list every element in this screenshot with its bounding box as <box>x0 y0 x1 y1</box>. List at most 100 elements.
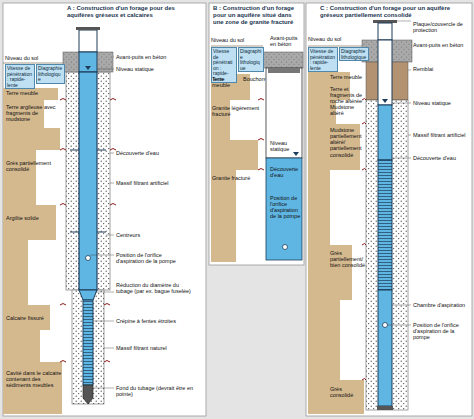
borehole-c-part <box>378 40 392 105</box>
callout-label: Grès partiellement consolidé <box>6 160 58 172</box>
borehole-c-part <box>377 406 393 410</box>
callout-label: Niveau statique <box>116 66 186 72</box>
callout-label: Terre et fragments de roche altérée <box>330 86 366 104</box>
borehole-b-part <box>293 152 299 156</box>
panel-title: B : Construction d'un forage pour un aqu… <box>213 5 301 26</box>
borehole-a-part <box>72 290 104 404</box>
callout-label: Cavité dans le calcaire contenant des sé… <box>6 370 62 388</box>
callout-label: Niveau statique <box>270 140 302 152</box>
ground-profile-b-part <box>211 74 258 262</box>
callout-label: Granite fracturé <box>212 175 260 181</box>
borehole-c-part <box>378 23 392 40</box>
callout-label: Argilite solide <box>6 215 58 221</box>
borehole-a-part <box>60 99 116 363</box>
borehole-b-part <box>266 158 302 260</box>
callout-label: Position de l'orifice d'aspiration de la… <box>413 322 470 340</box>
borehole-c-part <box>383 323 388 328</box>
callout-label: Grès consolidé <box>330 386 366 398</box>
header-text: Diagraphie lithologique <box>240 49 262 71</box>
frame-part <box>3 3 206 416</box>
header-text: Diagraphie lithologique <box>38 66 63 83</box>
callout-label: Chambre d'aspiration <box>413 302 470 308</box>
ground-profile-a-part <box>3 88 62 414</box>
ground-profile-a <box>3 63 63 414</box>
callout-label: Avant-puits en béton <box>270 35 303 47</box>
header-text: Vitesse de pénétration : rapide-lente <box>310 49 336 71</box>
borehole-b <box>258 52 303 260</box>
borehole-c-part <box>378 160 392 290</box>
borehole-c-part <box>378 105 392 160</box>
panel-title: A : Construction d'un forage pour des aq… <box>67 5 203 19</box>
column-header: Diagraphie lithologique <box>238 47 264 72</box>
panel: C : Construction d'un forage pour un aqu… <box>306 3 472 416</box>
borehole-a-part <box>90 57 114 388</box>
frame-part <box>306 3 472 416</box>
borehole-c <box>362 20 412 410</box>
column-header: Diagraphie lithologique <box>339 47 369 61</box>
callout-label: Terre meuble <box>212 76 242 88</box>
callout-label: Niveau du sol <box>308 36 360 42</box>
callout-label: Grès partiellement/bien consolidé <box>330 250 366 268</box>
header-text: Vitesse de pénétration : rapide-lente <box>7 66 33 88</box>
callout-label: Réduction du diamètre du tubage (par ex.… <box>116 282 196 294</box>
callout-label: Découverte d'eau <box>413 155 470 161</box>
column-header: Vitesse de pénétration : rapide-lente <box>5 64 35 89</box>
borehole-a-part <box>70 150 106 232</box>
callout-label: Fond du tubage (devrait être en pointe) <box>116 385 196 397</box>
callout-label: Niveau statique <box>413 100 470 106</box>
callout-label: Centreurs <box>116 232 186 238</box>
callout-label: Terre meuble <box>330 74 366 80</box>
borehole-a <box>60 27 116 404</box>
borehole-c-part <box>388 21 412 325</box>
borehole-b-part <box>263 52 303 68</box>
column-header: Vitesse de pénétration : rapide-lente <box>308 47 338 72</box>
callout-label: Terre meuble <box>6 90 58 96</box>
callout-label: Massif filtrant artificiel <box>116 180 186 186</box>
borehole-a-part <box>85 66 91 70</box>
callout-label: Découverte d'eau <box>116 150 186 156</box>
header-text: Diagraphie lithologique <box>341 49 367 60</box>
callout-label: Mudstone partiellement altéré/ partielle… <box>330 127 366 158</box>
borehole-a-part <box>79 30 97 52</box>
panel: A : Construction d'un forage pour des aq… <box>3 3 206 416</box>
callout-label: Remblai <box>413 66 470 72</box>
callout-label: Granite légèrement fracturé <box>212 105 260 117</box>
callout-label: Calcaire fissuré <box>6 315 58 321</box>
callout-label: Crépine à fentes étroites <box>116 318 196 324</box>
borehole-a-part <box>86 256 91 261</box>
column-header: Diagraphie lithologique <box>36 64 65 84</box>
callout-label: Niveau du sol <box>5 55 60 61</box>
frame-part <box>209 3 304 265</box>
borehole-a-part <box>83 385 93 404</box>
callout-label: Niveau du sol <box>211 37 261 43</box>
borehole-c-part <box>382 99 388 103</box>
callout-label: Terre argileuse avec fragments de mudsto… <box>6 104 58 122</box>
borehole-a-part <box>83 300 93 385</box>
borehole-c-part <box>362 99 366 381</box>
callout-label: Position de l'orifice d'aspiration de la… <box>116 252 186 264</box>
borehole-a-part <box>76 27 100 30</box>
borehole-c-part <box>378 290 392 406</box>
callout-label: Bouchon <box>243 76 265 82</box>
borehole-a-part <box>66 72 110 290</box>
callout-label: Avant-puits en béton <box>116 54 186 60</box>
borehole-b-part <box>266 68 302 158</box>
borehole-a-part <box>79 72 97 290</box>
borehole-c-part <box>366 100 408 410</box>
borehole-a-part <box>79 290 97 300</box>
panel-title: C : Construction d'un forage pour un aqu… <box>320 5 468 19</box>
borehole-a-part <box>79 52 97 72</box>
ground-profile-c-part <box>308 72 364 414</box>
callout-label: Position de l'orifice d'aspiration de la… <box>270 195 302 220</box>
borehole-b-part <box>283 245 288 250</box>
callout-label: Découverte d'eau <box>270 166 302 178</box>
callout-label: Mudstone altéré <box>330 104 366 116</box>
callout-label: Avant-puits en béton <box>413 42 470 48</box>
callout-label: Massif filtrant artificiel <box>413 132 470 138</box>
callout-label: Plaque/couvercle de protection <box>413 21 470 33</box>
borehole-b-part <box>268 68 300 73</box>
